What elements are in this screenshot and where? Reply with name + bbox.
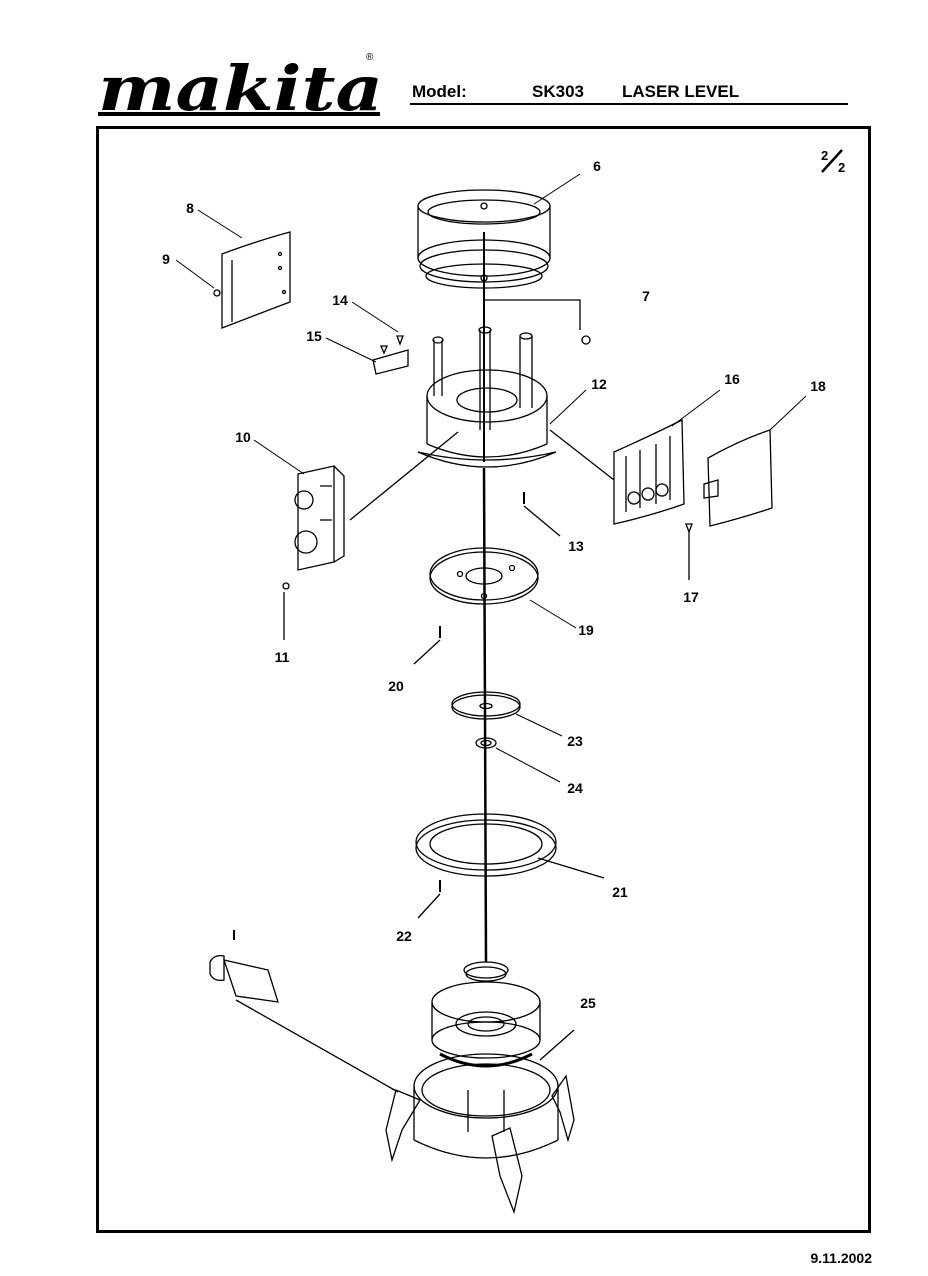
model-label: Model:	[412, 82, 467, 101]
label-part-22: 22	[396, 928, 412, 944]
label-part-10: 10	[235, 429, 251, 445]
part-16-battery-holder	[613, 418, 685, 525]
part-10-board	[294, 431, 459, 571]
product-name: LASER LEVEL	[622, 82, 740, 101]
part-15-bracket	[372, 345, 409, 375]
label-part-25: 25	[580, 995, 596, 1011]
label-part-7: 7	[642, 288, 650, 304]
part-25-base	[385, 961, 575, 1215]
label-part-16: 16	[724, 371, 740, 387]
part-6-top-ring	[417, 189, 581, 330]
diagram-frame	[96, 126, 871, 1233]
label-part-13: 13	[568, 538, 584, 554]
registered-mark: ®	[366, 52, 374, 63]
label-part-21: 21	[612, 884, 628, 900]
document-date: 9.11.2002	[810, 1250, 872, 1266]
part-11-screw	[282, 582, 290, 590]
model-number: SK303	[532, 82, 584, 101]
part-21-ring-plate	[415, 813, 605, 879]
label-part-23: 23	[567, 733, 583, 749]
label-part-9: 9	[162, 251, 170, 267]
part-12-chassis	[417, 326, 615, 481]
label-part-8: 8	[186, 200, 194, 216]
label-part-12: 12	[591, 376, 607, 392]
part-19-plate	[429, 547, 539, 605]
part-14-screw	[396, 335, 404, 346]
label-part-17: 17	[683, 589, 699, 605]
label-part-18: 18	[810, 378, 826, 394]
part-9-screw	[213, 289, 221, 297]
label-part-20: 20	[388, 678, 404, 694]
part-lower-bracket	[209, 930, 399, 1093]
label-part-6: 6	[593, 158, 601, 174]
part-23-washer	[451, 691, 521, 720]
label-part-24: 24	[567, 780, 583, 796]
label-part-14: 14	[332, 292, 348, 308]
label-part-11: 11	[274, 649, 290, 665]
part-24-ring	[475, 737, 497, 749]
part-17-screw	[685, 523, 693, 534]
header-rule	[410, 103, 848, 105]
part-7-nut	[581, 335, 591, 345]
makita-logo: makita	[98, 62, 383, 122]
part-8-cover-plate	[221, 231, 291, 329]
label-part-19: 19	[578, 622, 594, 638]
label-part-15: 15	[306, 328, 322, 344]
part-18-battery-cover	[703, 429, 773, 527]
